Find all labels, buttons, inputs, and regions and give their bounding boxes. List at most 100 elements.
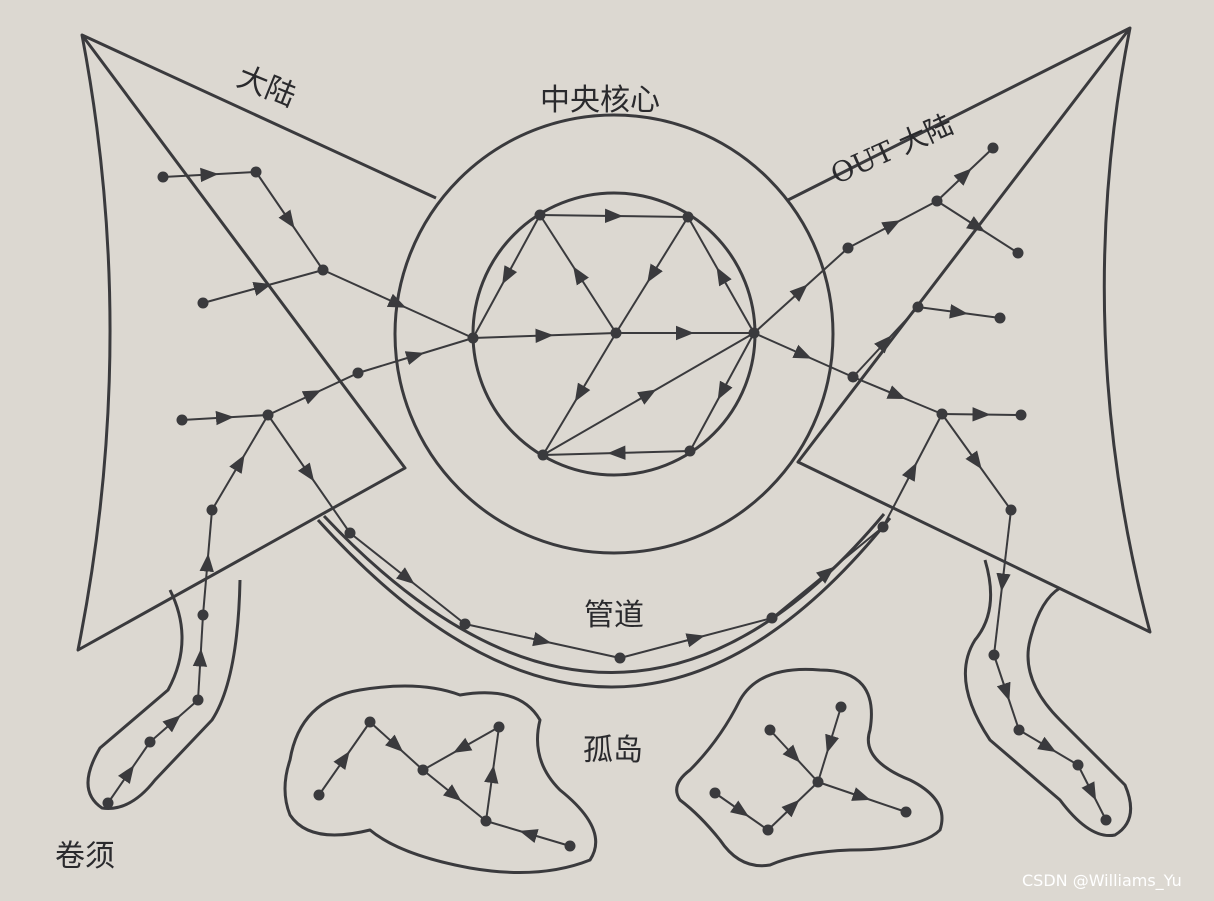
graph-node xyxy=(684,445,696,457)
graph-node xyxy=(994,312,1006,324)
tube-label: 管道 xyxy=(584,598,644,633)
graph-node xyxy=(900,806,912,818)
graph-node xyxy=(1072,759,1084,771)
graph-node xyxy=(192,694,204,706)
graph-node xyxy=(748,327,760,339)
edge-arrow xyxy=(1077,764,1107,821)
edge-arrow xyxy=(202,269,324,304)
edge-arrow xyxy=(1018,729,1079,766)
graph-node xyxy=(835,701,847,713)
edge-arrow xyxy=(472,214,541,339)
nodes-layer xyxy=(102,142,1112,852)
edge-arrow xyxy=(149,699,199,743)
edge-arrow xyxy=(162,167,257,183)
edge-arrow xyxy=(769,729,819,783)
graph-node xyxy=(206,504,218,516)
graph-node xyxy=(102,797,114,809)
graph-node xyxy=(614,652,626,664)
out-continent-label: OUT 大陆 xyxy=(826,108,958,191)
core-label: 中央核心 xyxy=(540,83,660,118)
edge-arrow xyxy=(267,414,351,534)
graph-node xyxy=(157,171,169,183)
graph-node xyxy=(250,166,262,178)
edge-arrow xyxy=(472,328,617,344)
graph-node xyxy=(176,414,188,426)
graph-node xyxy=(912,301,924,313)
graph-node xyxy=(766,612,778,624)
edge-arrow xyxy=(847,200,938,249)
edge-arrow xyxy=(852,306,919,378)
edge-arrow xyxy=(369,721,424,771)
graph-node xyxy=(534,209,546,221)
tube-arc-outer xyxy=(316,517,892,689)
edge-arrow xyxy=(882,413,943,528)
graph-node xyxy=(709,787,721,799)
edge-arrow xyxy=(771,526,884,619)
graph-node xyxy=(197,609,209,621)
graph-node xyxy=(936,408,948,420)
edge-arrow xyxy=(192,614,208,701)
edge-arrow xyxy=(753,332,854,378)
tendrils-label: 卷须 xyxy=(55,839,115,874)
edge-arrow xyxy=(615,216,689,334)
graph-node xyxy=(1013,724,1025,736)
graph-node xyxy=(764,724,776,736)
graph-node xyxy=(537,449,549,461)
graph-node xyxy=(417,764,429,776)
edge-arrow xyxy=(852,376,943,415)
graph-node xyxy=(610,327,622,339)
graph-node xyxy=(842,242,854,254)
graph-node xyxy=(344,527,356,539)
graph-node xyxy=(682,211,694,223)
in-continent-region xyxy=(76,33,437,652)
edge-arrow xyxy=(993,654,1020,731)
edge-arrow xyxy=(941,407,1022,422)
edge-arrow xyxy=(464,623,621,659)
out-continent-region xyxy=(787,26,1152,634)
edge-arrow xyxy=(484,726,500,822)
edge-arrow xyxy=(941,413,1012,511)
edge-arrow xyxy=(349,532,466,625)
edge-arrow xyxy=(936,200,1019,254)
edge-arrow xyxy=(689,332,755,452)
graph-node xyxy=(493,721,505,733)
graph-node xyxy=(480,815,492,827)
edge-arrow xyxy=(255,171,324,271)
edge-arrow xyxy=(936,147,994,202)
edge-arrow xyxy=(322,269,474,339)
graph-node xyxy=(847,371,859,383)
island-right-outline xyxy=(675,667,944,868)
graph-node xyxy=(313,789,325,801)
graph-node xyxy=(467,332,479,344)
tendril-left-outline xyxy=(86,579,242,810)
in-continent-label: 大陆 xyxy=(232,59,301,114)
edge-arrow xyxy=(485,820,571,847)
edge-arrow xyxy=(357,337,474,374)
edge-arrow xyxy=(422,726,500,771)
graph-node xyxy=(1005,504,1017,516)
graph-node xyxy=(812,776,824,788)
edge-arrow xyxy=(917,304,1001,319)
graph-node xyxy=(262,409,274,421)
graph-node xyxy=(1012,247,1024,259)
graph-node xyxy=(352,367,364,379)
edge-arrow xyxy=(753,247,849,334)
edge-arrow xyxy=(542,332,755,456)
edge-arrow xyxy=(107,741,151,804)
graph-node xyxy=(1015,409,1027,421)
graph-node xyxy=(459,618,471,630)
edge-arrow xyxy=(542,445,691,460)
edge-arrow xyxy=(993,509,1012,656)
edge-arrow xyxy=(542,332,617,456)
graph-node xyxy=(988,649,1000,661)
graph-node xyxy=(1100,814,1112,826)
edges-layer xyxy=(107,147,1107,847)
tube-arc-inner xyxy=(322,513,886,674)
graph-node xyxy=(144,736,156,748)
edge-arrow xyxy=(422,769,487,822)
graph-node xyxy=(564,840,576,852)
edge-arrow xyxy=(211,414,269,511)
watermark-text: CSDN @Williams_Yu xyxy=(1022,871,1182,891)
